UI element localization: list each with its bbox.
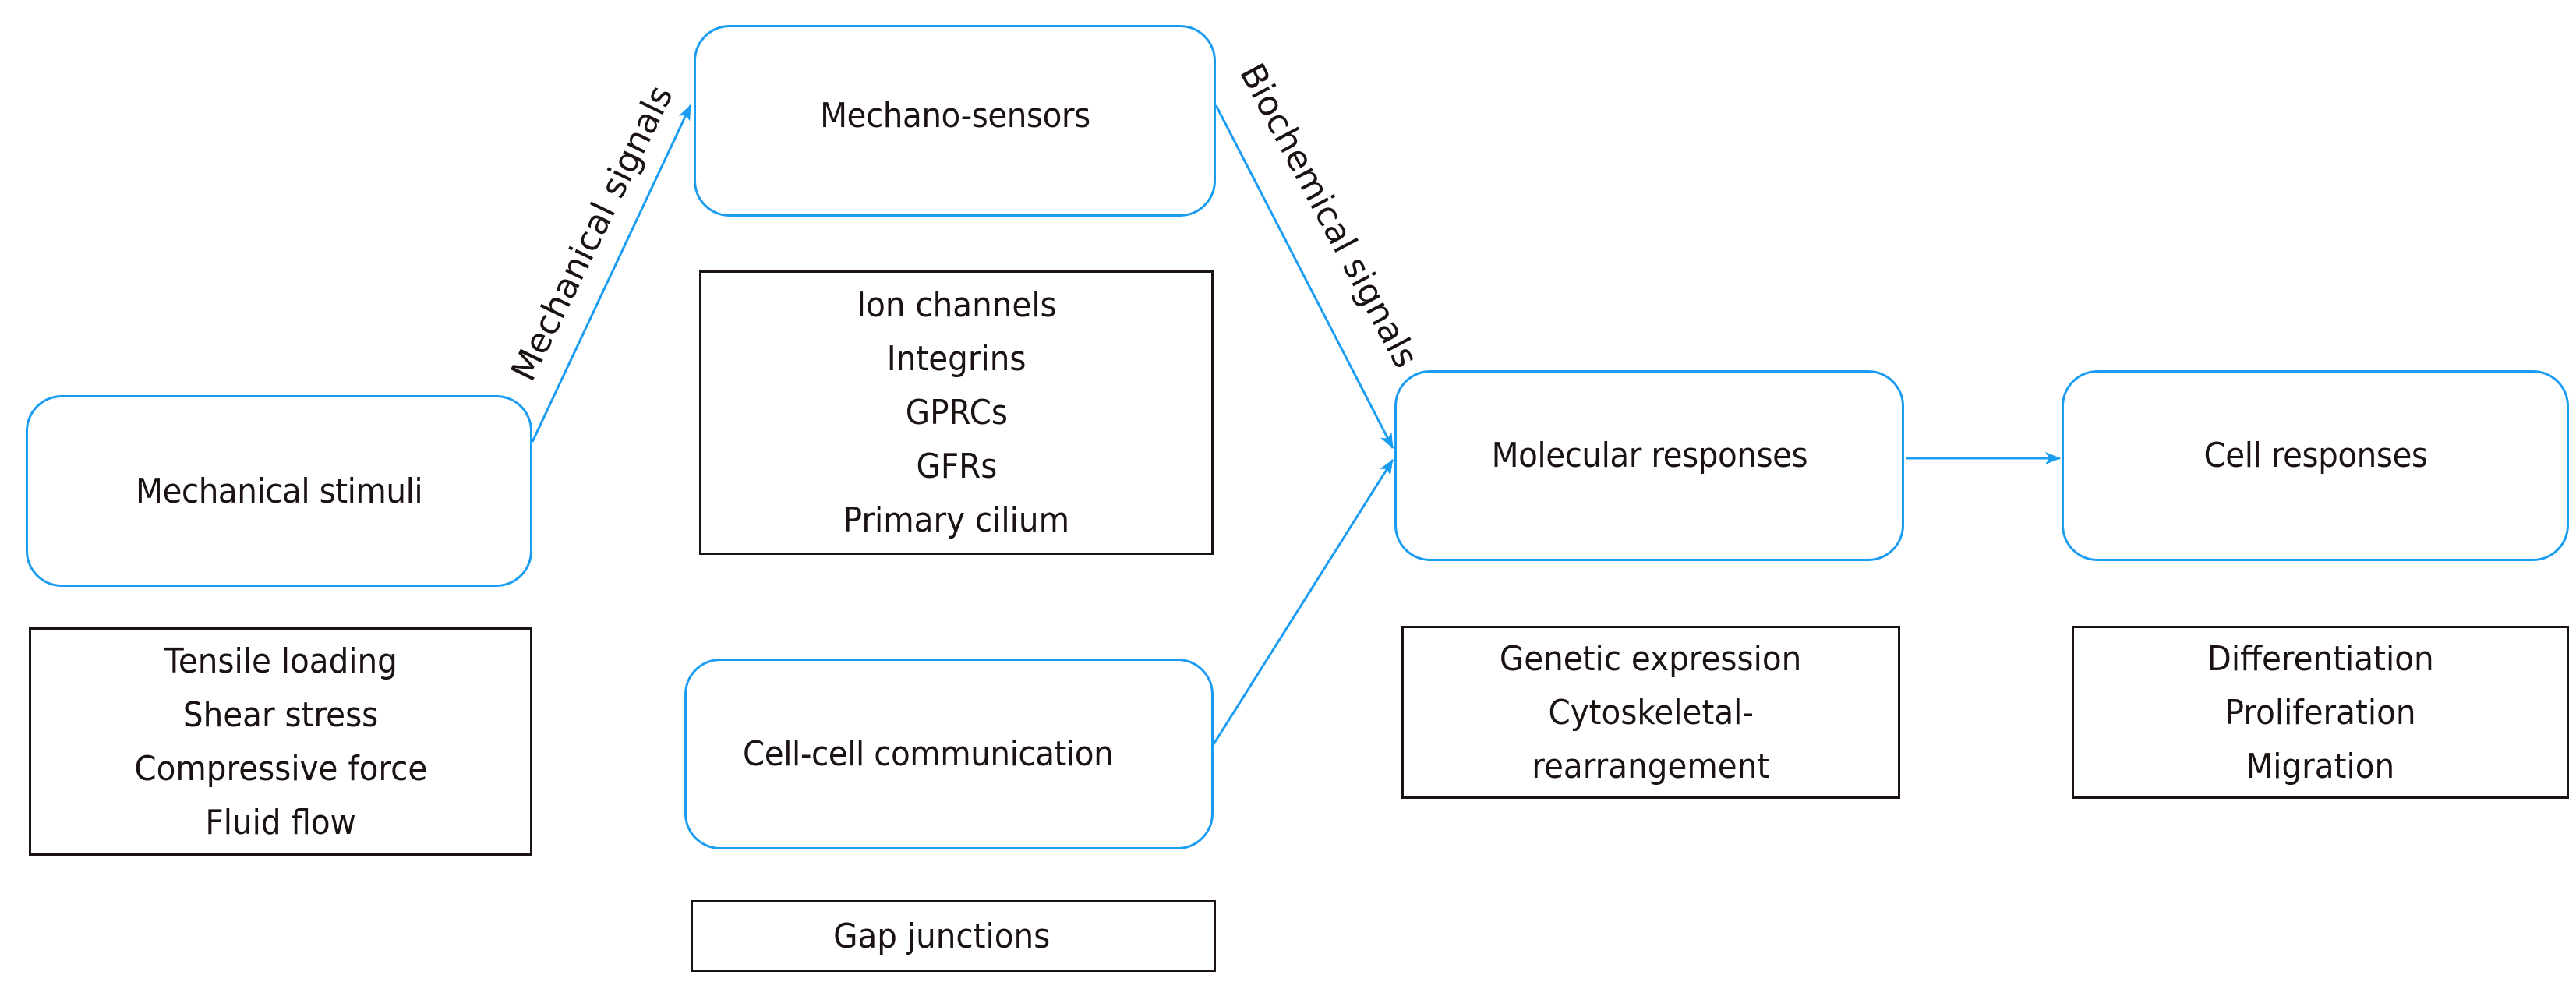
node-molecular-responses[interactable]: Molecular responses <box>1394 370 1904 561</box>
list-item: rearrangement <box>1532 746 1770 786</box>
list-item: Integrins <box>886 339 1027 379</box>
label-mechanical-signals: Mechanical signals <box>504 79 681 387</box>
box-molecular-types: Genetic expression Cytoskeletal- rearran… <box>1401 626 1900 799</box>
node-cell-cell-communication[interactable]: Cell-cell communication <box>684 659 1214 849</box>
node-mechanical-stimuli[interactable]: Mechanical stimuli <box>26 395 532 587</box>
node-mechano-sensors[interactable]: Mechano-sensors <box>694 25 1216 217</box>
box-communication-types: Gap junctions <box>691 900 1216 972</box>
node-label: Mechanical stimuli <box>135 471 423 511</box>
node-label: Molecular responses <box>1491 436 1807 475</box>
box-stimuli-types: Tensile loading Shear stress Compressive… <box>29 627 532 856</box>
list-item: Fluid flow <box>205 802 356 842</box>
list-item: Proliferation <box>2224 692 2416 733</box>
list-item: GFRs <box>916 447 997 486</box>
node-label: Cell responses <box>2203 436 2428 475</box>
list-item: Compressive force <box>134 748 427 789</box>
list-item: GPRCs <box>905 393 1008 433</box>
list-item: Shear stress <box>182 694 379 735</box>
list-item: Primary cilium <box>843 500 1070 540</box>
list-item: Ion channels <box>856 285 1057 325</box>
edge-biochemical-signals <box>1214 104 1394 449</box>
node-label: Mechano-sensors <box>819 95 1090 136</box>
list-item: Differentiation <box>2207 638 2434 679</box>
edge-cell-cell-to-molecular <box>1212 459 1394 745</box>
box-sensor-types: Ion channels Integrins GPRCs GFRs Primar… <box>699 270 1214 555</box>
box-cell-response-types: Differentiation Proliferation Migration <box>2072 626 2569 799</box>
list-item: Genetic expression <box>1500 638 1802 679</box>
node-label: Cell-cell communication <box>743 734 1114 774</box>
list-item: Tensile loading <box>164 641 398 681</box>
list-item: Cytoskeletal- <box>1548 692 1754 733</box>
list-item: Migration <box>2246 746 2395 786</box>
edge-mechanical-signals <box>531 104 692 443</box>
label-biochemical-signals: Biochemical signals <box>1231 57 1426 374</box>
list-item: Gap junctions <box>832 916 1051 956</box>
node-cell-responses[interactable]: Cell responses <box>2062 370 2569 561</box>
